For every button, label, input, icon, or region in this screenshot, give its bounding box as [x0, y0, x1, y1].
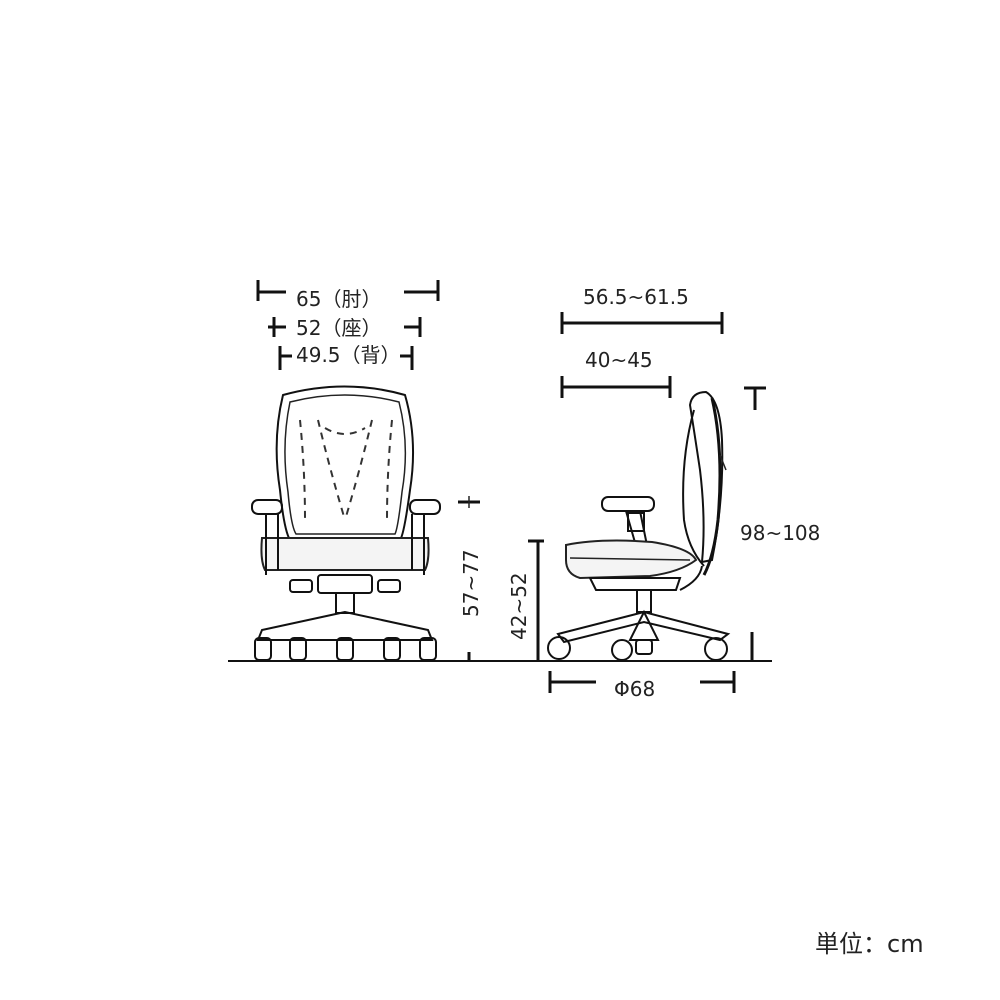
unit-label: 単位：cm [815, 930, 924, 958]
label-back-width: 49.5（背） [296, 343, 401, 367]
label-seat-depth: 40~45 [585, 348, 653, 372]
label-total-height: 98~108 [740, 521, 820, 545]
dim-front-seat-width [268, 317, 422, 337]
dim-side-overall-depth [560, 312, 724, 334]
dim-front-arm-width [256, 280, 440, 301]
dim-arm-height [458, 496, 480, 661]
side-view-chair [547, 390, 731, 661]
label-overall-depth: 56.5~61.5 [583, 285, 689, 309]
label-arm-width: 65（肘） [296, 287, 381, 311]
label-arm-height: 57~77 [459, 549, 483, 617]
dim-total-height [744, 386, 766, 661]
dim-side-seat-depth [560, 376, 672, 398]
label-seat-height: 42~52 [507, 572, 531, 640]
dim-seat-height [528, 539, 544, 661]
label-base-diameter: Φ68 [614, 677, 655, 701]
dim-front-back-width [278, 346, 414, 370]
label-seat-width: 52（座） [296, 316, 381, 340]
dim-base-diameter [548, 671, 736, 693]
front-view-chair [251, 385, 441, 661]
